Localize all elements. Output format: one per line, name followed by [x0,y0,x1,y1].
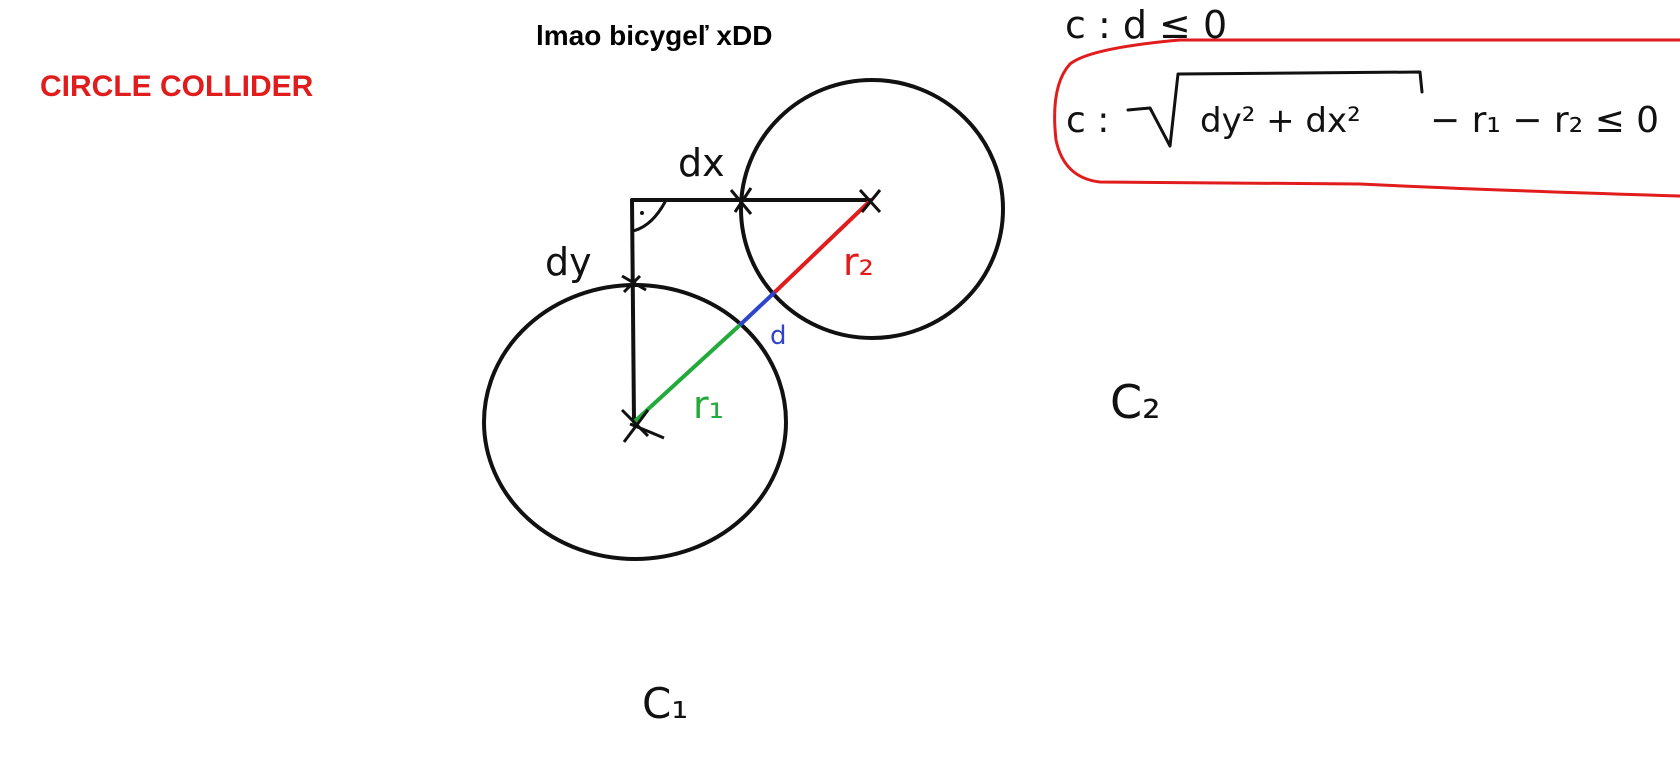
formula-expanded-prefix: c : [1066,100,1109,141]
label-r2: r₂ [843,240,874,284]
triangle-legs [630,198,873,424]
radius-r2-segment [774,198,873,293]
formula-highlight-box [1053,38,1680,198]
formula-suffix: − r₁ − r₂ ≤ 0 [1430,100,1659,141]
cross-mark-center-c2 [858,188,882,214]
label-dx: dx [678,141,725,185]
distance-d-segment [739,289,778,326]
label-r1: r₁ [693,383,724,427]
cross-mark-dx-intersection [729,187,753,215]
circle-c2 [739,78,1005,340]
cross-mark-center-c1 [620,408,665,443]
label-d: d [770,321,787,351]
label-c2: C₂ [1110,375,1161,429]
right-angle-mark [631,200,667,233]
radius-r1-segment [632,322,743,424]
label-dy: dy [545,240,592,284]
page-title: lmao bicygeľ xDD [536,20,773,51]
formula-radicand: dy² + dx² [1200,101,1361,141]
diagram-heading: CIRCLE COLLIDER [40,70,314,103]
cross-mark-dy-intersection [621,274,647,294]
right-angle-dot [640,211,644,215]
formula-root-sign [1126,70,1424,148]
label-c1: C₁ [642,679,688,728]
